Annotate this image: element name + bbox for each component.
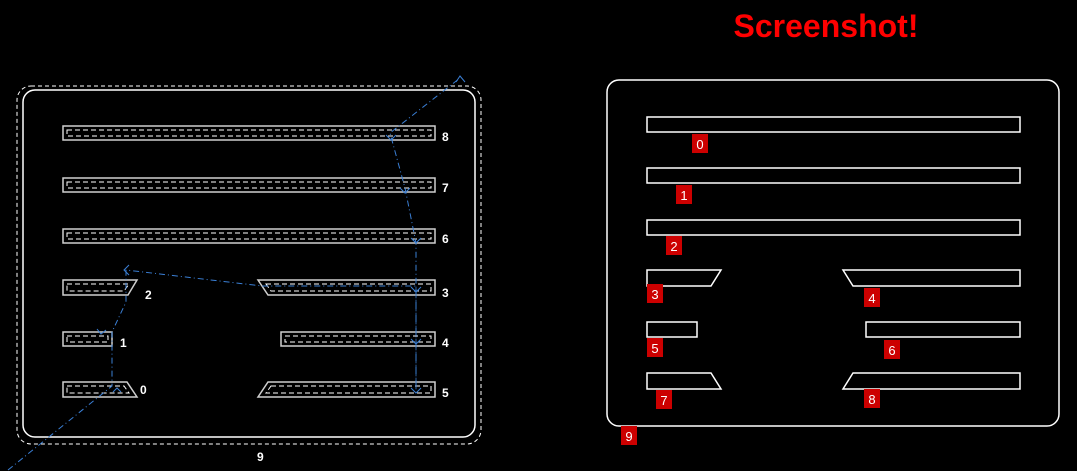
right-badge-6: 6	[884, 340, 900, 359]
arrow-icon	[123, 264, 130, 276]
tool-path-arrows	[96, 75, 466, 394]
right-badge-8: 8	[864, 389, 880, 408]
left-slot-2	[62, 279, 139, 296]
left-label-4: 4	[442, 336, 449, 350]
arrow-icon	[410, 387, 422, 394]
left-slot-1	[62, 331, 113, 347]
svg-text:2: 2	[670, 239, 677, 254]
svg-text:0: 0	[696, 137, 703, 152]
left-panel-label: 9	[257, 450, 264, 464]
left-label-5: 5	[442, 386, 449, 400]
left-panel: 8 7 6 2 3 1 4 0 5 9	[7, 75, 482, 471]
left-label-2: 2	[145, 288, 152, 302]
right-badge-1: 1	[676, 185, 692, 204]
svg-text:3: 3	[651, 287, 658, 302]
svg-text:1: 1	[680, 188, 687, 203]
left-label-1: 1	[120, 336, 127, 350]
svg-text:5: 5	[651, 341, 658, 356]
svg-text:7: 7	[660, 393, 667, 408]
right-slot-0	[646, 116, 1021, 133]
svg-text:8: 8	[868, 392, 875, 407]
arrow-icon	[112, 387, 122, 393]
arrow-icon	[410, 286, 422, 293]
svg-text:4: 4	[868, 291, 875, 306]
right-slot-4	[841, 269, 1021, 287]
right-slot-3	[646, 269, 723, 287]
right-slot-2	[646, 219, 1021, 236]
left-slot-5	[256, 381, 436, 398]
left-slot-7	[62, 177, 436, 193]
right-badge-3: 3	[647, 284, 663, 303]
right-slot-7	[646, 372, 723, 390]
right-badge-9: 9	[621, 426, 637, 445]
left-slot-3	[256, 279, 436, 296]
right-slot-5	[646, 321, 698, 338]
left-panel-outline	[22, 89, 476, 438]
left-label-6: 6	[442, 232, 449, 246]
right-slot-6	[865, 321, 1021, 338]
left-slot-0	[62, 381, 139, 398]
right-slot-8	[841, 372, 1021, 390]
tool-path	[7, 77, 461, 471]
left-panel-offset-outline	[16, 85, 482, 445]
left-label-7: 7	[442, 181, 449, 195]
right-panel: 0 1 2 3 4 5 6 7	[606, 79, 1060, 445]
screenshot-title: Screenshot!	[734, 8, 919, 44]
arrow-icon	[385, 134, 397, 141]
right-slot-1	[646, 167, 1021, 184]
arrow-icon	[410, 237, 422, 244]
arrow-icon	[96, 328, 107, 335]
right-badge-2: 2	[666, 236, 682, 255]
svg-text:9: 9	[625, 429, 632, 444]
right-badge-4: 4	[864, 288, 880, 307]
right-badge-7: 7	[656, 390, 672, 409]
arrow-icon	[399, 187, 411, 194]
left-slot-8	[62, 125, 436, 141]
arrow-icon	[410, 338, 422, 345]
right-panel-outline	[606, 79, 1060, 427]
left-slot-4	[280, 331, 436, 347]
left-label-3: 3	[442, 286, 449, 300]
right-badge-0: 0	[692, 134, 708, 153]
right-badge-5: 5	[647, 338, 663, 357]
left-label-8: 8	[442, 130, 449, 144]
path-end-arrow-icon	[455, 75, 466, 83]
left-slot-6	[62, 228, 436, 244]
left-label-0: 0	[140, 383, 147, 397]
svg-text:6: 6	[888, 343, 895, 358]
